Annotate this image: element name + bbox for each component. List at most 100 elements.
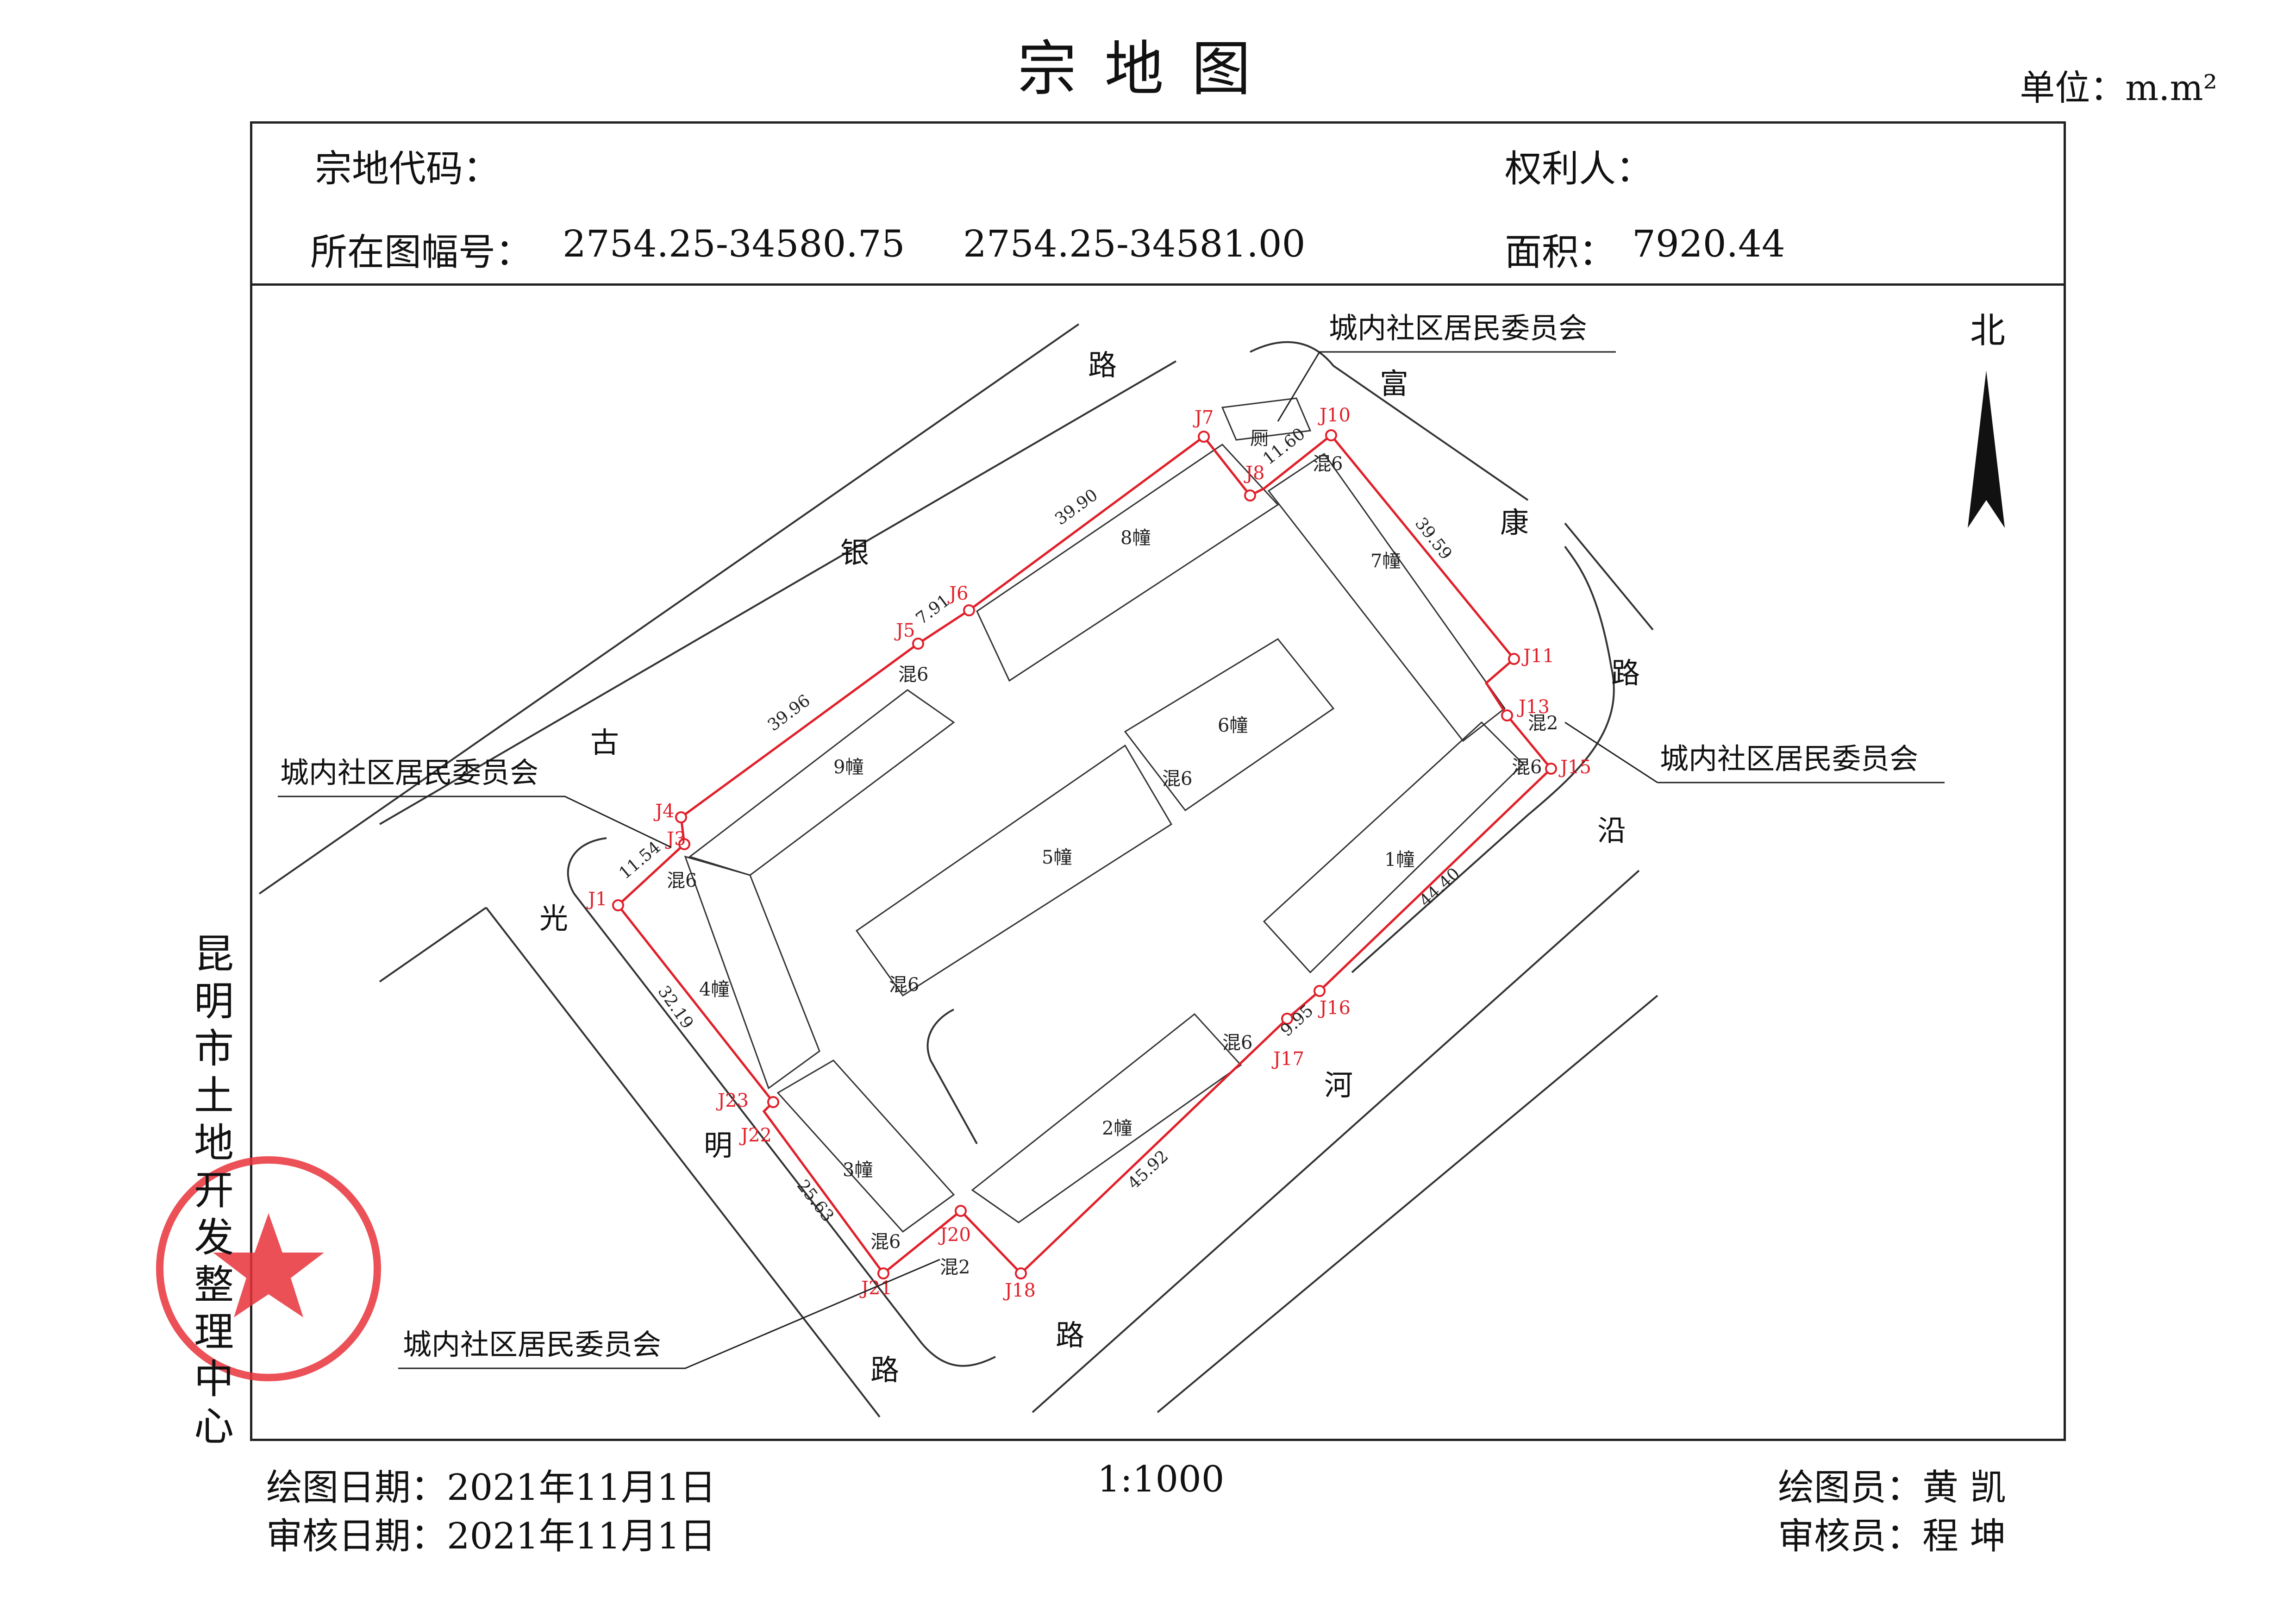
road-name: 路 [1088, 348, 1117, 382]
building-material: 混6 [1313, 453, 1343, 475]
reviewer: 审核员：程 坤 [1778, 1516, 2006, 1557]
seal-ring [156, 1156, 381, 1381]
label-J21: J21 [859, 1278, 892, 1299]
label-J15: J15 [1558, 757, 1591, 778]
point-J13 [1501, 709, 1513, 721]
road-edge [1351, 545, 1615, 973]
building-label: 5幢 [1042, 847, 1072, 868]
label-J10: J10 [1318, 405, 1351, 426]
road-edge [1032, 870, 1640, 1413]
boundary-points [612, 429, 1557, 1279]
building-material: 混6 [667, 870, 697, 891]
leader-line [398, 1259, 940, 1369]
road-name: 路 [870, 1353, 899, 1387]
label-J17: J17 [1271, 1048, 1304, 1070]
road-edge [926, 1009, 978, 1144]
label-J11: J11 [1521, 645, 1554, 667]
road-edge [1250, 341, 1529, 501]
official-seal [156, 1156, 381, 1381]
label-J8: J8 [1244, 463, 1264, 484]
building-label: 2幢 [1102, 1118, 1132, 1139]
building-1 [1263, 721, 1525, 974]
point-J20 [955, 1205, 967, 1217]
map-sheet-label: 所在图幅号： [310, 231, 532, 274]
parcel-code-label: 宗地代码： [315, 147, 500, 190]
leader-line [1564, 721, 1945, 783]
point-J17 [1281, 1013, 1293, 1025]
label-J16: J16 [1318, 997, 1351, 1019]
seal-star-icon [213, 1213, 324, 1317]
edge-length: 45.92 [1124, 1147, 1172, 1193]
area-label: 面积： [1505, 231, 1616, 274]
map-sheet-1: 2754.25-34580.75 [563, 222, 905, 265]
building-toilet [1221, 397, 1312, 441]
point-J18 [1015, 1267, 1027, 1279]
building-label: 厕 [1250, 428, 1269, 449]
edge-length: 7.91 [913, 591, 954, 628]
point-J10 [1325, 429, 1337, 441]
edge-length: 39.96 [764, 691, 814, 735]
road-name: 明 [704, 1128, 732, 1162]
north-arrow-right [1986, 370, 2005, 528]
building-label: 7幢 [1370, 551, 1401, 572]
road-edge [258, 323, 1080, 895]
scale: 1:1000 [1097, 1459, 1225, 1500]
leader-line [278, 796, 672, 848]
owner-label: 权利人： [1505, 147, 1653, 190]
unit-label: 单位：m.m² [2020, 59, 2217, 110]
building-4 [684, 855, 820, 1090]
road-edge [379, 360, 1177, 825]
point-J15 [1545, 763, 1557, 775]
area-value: 7920.44 [1632, 222, 1785, 265]
road-lines [258, 323, 1658, 1418]
map-sheet-2: 2754.25-34581.00 [963, 222, 1306, 265]
neighbor-label: 城内社区居民委员会 [280, 756, 538, 790]
road-name-labels: 路 银 古 光 富 康 路 沿 河 路 明 路 [539, 348, 1640, 1387]
edge-length: 9.95 [1277, 1001, 1317, 1040]
road-name: 路 [1056, 1318, 1084, 1352]
road-edge [1564, 522, 1654, 631]
edge-length: 44.40 [1416, 864, 1464, 910]
point-J6 [963, 604, 975, 616]
neighbor-label: 城内社区居民委员会 [1329, 311, 1587, 345]
point-J16 [1314, 985, 1326, 997]
edge-length: 11.54 [615, 838, 664, 883]
point-J21 [877, 1267, 889, 1279]
building-label: 8幢 [1120, 527, 1151, 549]
building-label: 4幢 [699, 979, 729, 1000]
parcel-boundary [616, 433, 1553, 1275]
point-J5 [912, 638, 924, 650]
label-J6: J6 [947, 583, 968, 604]
label-J20: J20 [938, 1224, 971, 1246]
neighbor-label: 城内社区居民委员会 [1660, 742, 1918, 776]
building-5 [855, 744, 1173, 997]
road-edge [379, 907, 487, 983]
point-J4 [675, 811, 687, 823]
drafter: 绘图员：黄 凯 [1778, 1467, 2006, 1509]
misc-label: 混2 [1528, 713, 1558, 734]
label-J22: J22 [739, 1125, 772, 1146]
neighbor-label: 城内社区居民委员会 [403, 1328, 661, 1361]
label-J13: J13 [1517, 696, 1550, 718]
label-J23: J23 [716, 1090, 749, 1111]
building-outlines [684, 397, 1525, 1233]
map-title: 宗地图 [1017, 35, 1279, 104]
building-label: 9幢 [833, 757, 863, 778]
road-name: 路 [1611, 656, 1640, 690]
point-J3 [678, 838, 690, 850]
label-J5: J5 [894, 620, 915, 641]
road-name: 富 [1380, 367, 1408, 401]
building-material: 混6 [889, 974, 919, 996]
road-edge [567, 837, 996, 1367]
building-label: 3幢 [843, 1159, 873, 1181]
building-3 [776, 1059, 955, 1233]
road-name: 银 [840, 536, 869, 570]
north-arrow-left [1968, 370, 1986, 528]
review-date: 审核日期：2021年11月1日 [266, 1516, 716, 1557]
point-J8 [1244, 489, 1256, 501]
building-label: 6幢 [1218, 715, 1248, 736]
north-arrow: 北 [1968, 310, 2005, 528]
leader-line [1277, 351, 1616, 422]
neighbor-leaders [278, 351, 1945, 1369]
